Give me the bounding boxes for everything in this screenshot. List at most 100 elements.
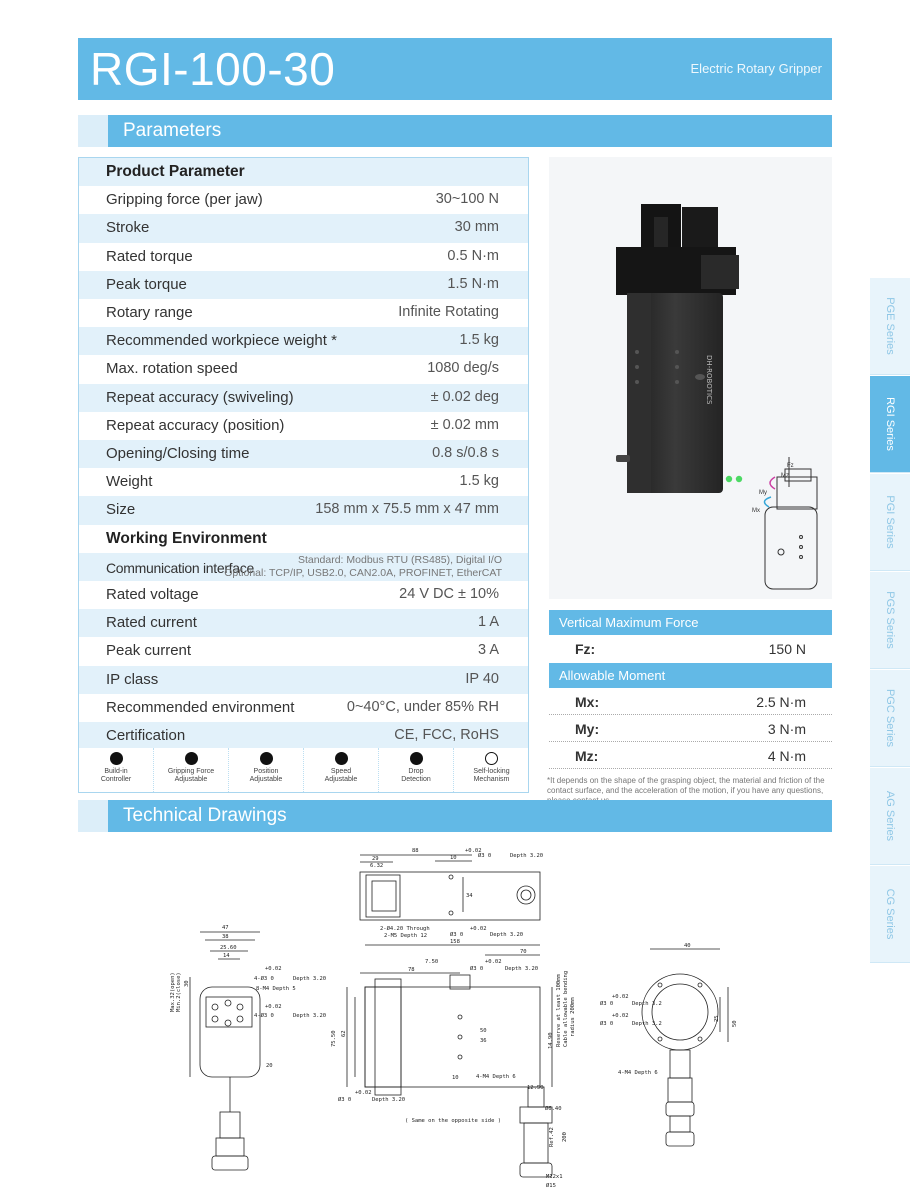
- dim-label: Ø6.40: [545, 1105, 562, 1112]
- moment-key: Mz:: [575, 748, 599, 764]
- side-tab-rgi[interactable]: RGI Series: [870, 376, 910, 473]
- row-key: IP class: [106, 670, 159, 688]
- side-tab-pgi[interactable]: PGI Series: [870, 474, 910, 571]
- row-key: Rotary range: [106, 304, 193, 321]
- dim-label: 25: [714, 1015, 720, 1022]
- row-key: Size: [106, 501, 136, 519]
- dim-label: Depth 3.20: [372, 1097, 405, 1103]
- led-icon: [725, 475, 733, 483]
- dim-label: 50: [732, 1020, 738, 1027]
- dim-label: Depth 3.20: [293, 1013, 326, 1019]
- row-value: 1 A: [478, 614, 499, 631]
- row-value: ± 0.02 deg: [430, 388, 499, 405]
- row-value: 1.5 kg: [459, 332, 500, 349]
- table-row: Recommended workpiece weight *1.5 kg: [79, 327, 528, 356]
- row-key: Peak torque: [106, 275, 187, 293]
- filled-dot-icon: [334, 752, 348, 765]
- row-key: Opening/Closing time: [106, 445, 250, 462]
- side-tab-label: CG Series: [884, 888, 896, 940]
- dim-label: 12.50: [527, 1085, 544, 1091]
- product-image: DH-ROBOTICS Mz Fz My Mx: [549, 157, 832, 599]
- row-key: Certification: [106, 727, 186, 744]
- moment-title: Allowable Moment: [559, 668, 666, 683]
- dim-label: Depth 3.2: [632, 1001, 662, 1007]
- row-value: IP 40: [465, 670, 499, 687]
- section-tab-decoration: [78, 115, 108, 147]
- table-row: Repeat accuracy (swiveling) ± 0.02 deg: [79, 383, 528, 412]
- moment-value: 3 N·m: [767, 721, 806, 737]
- table-row-communication: Communication interface Standard: Modbus…: [79, 552, 528, 581]
- row-key: Rated voltage: [106, 586, 199, 603]
- vertical-force-title: Vertical Maximum Force: [559, 615, 699, 630]
- dim-label: 78: [408, 967, 415, 973]
- dim-label: 38: [222, 934, 229, 940]
- dim-label: 20: [266, 1063, 273, 1069]
- table-row: Gripping force (per jaw)30~100 N: [79, 186, 528, 214]
- side-tab-label: RGI Series: [884, 397, 896, 451]
- moment-value: 4 N·m: [767, 748, 806, 764]
- moment-row-my: My: 3 N·m: [549, 715, 832, 742]
- dim-label: Ø3 0: [600, 1000, 613, 1007]
- side-tab-label: PGE Series: [884, 297, 896, 355]
- row-value-standard: Standard: Modbus RTU (RS485), Digital I/…: [297, 553, 502, 566]
- title-bar: RGI-100-30 Electric Rotary Gripper: [78, 38, 832, 100]
- feature-label-1: Gripping Force: [167, 768, 215, 775]
- dim-label: 40: [684, 943, 691, 949]
- feature-label-1: Self-locking: [473, 768, 510, 775]
- dim-label: Depth 3.2: [632, 1021, 662, 1027]
- moment-header: Allowable Moment: [549, 663, 832, 688]
- force-row-fz: Fz: 150 N: [549, 635, 832, 662]
- row-key: Repeat accuracy (swiveling): [106, 388, 294, 406]
- dim-label: 62: [341, 1030, 347, 1037]
- side-tab-pgc[interactable]: PGC Series: [870, 670, 910, 767]
- feature-label-1: Speed: [330, 768, 352, 775]
- row-key: Rated current: [106, 614, 197, 632]
- row-value: 1.5 kg: [459, 473, 500, 490]
- page-subtitle: Electric Rotary Gripper: [690, 61, 822, 76]
- row-key: Communication interface: [106, 559, 254, 576]
- feature-label-1: Build-in: [104, 768, 128, 775]
- side-tab-pge[interactable]: PGE Series: [870, 278, 910, 375]
- side-tab-cg[interactable]: CG Series: [870, 866, 910, 963]
- dim-label: 14.90: [548, 1032, 554, 1049]
- dim-label: 25.60: [220, 945, 237, 951]
- feature-label-1: Drop: [408, 768, 424, 775]
- side-tab-pgs[interactable]: PGS Series: [870, 572, 910, 669]
- moment-key: My:: [575, 721, 600, 737]
- row-value: ± 0.02 mm: [430, 416, 499, 433]
- dim-label: 4-M4 Depth 6: [476, 1074, 516, 1080]
- dim-label: 158: [450, 939, 460, 945]
- row-value-optional: Optional: TCP/IP, USB2.0, CAN2.0A, PROFI…: [224, 566, 502, 579]
- page-title: RGI-100-30: [90, 43, 336, 95]
- dim-label: +0.02: [612, 1013, 629, 1019]
- led-icon: [735, 475, 743, 483]
- table-header-environment: Working Environment: [79, 525, 528, 553]
- moment-value: 2.5 N·m: [756, 694, 806, 710]
- moment-row-mz: Mz: 4 N·m: [549, 742, 832, 769]
- dim-label: 30: [184, 980, 190, 987]
- dim-label: Max.32(open): [170, 972, 176, 1012]
- table-row: IP class IP 40: [79, 665, 528, 694]
- dim-label: Ø3 0: [450, 931, 463, 938]
- side-tab-ag[interactable]: AG Series: [870, 768, 910, 865]
- force-key: Fz:: [575, 641, 596, 657]
- feature-label-1: Position: [253, 768, 279, 775]
- dim-label: Ø15: [546, 1182, 556, 1189]
- row-value: Infinite Rotating: [398, 304, 499, 320]
- axis-label-mz: Mz: [781, 473, 789, 479]
- dim-label: Depth 3.20: [293, 976, 326, 982]
- drawing-note: ( Same on the opposite side ): [405, 1118, 501, 1124]
- dim-label: +0.02: [612, 994, 629, 1000]
- filled-dot-icon: [184, 752, 198, 765]
- vertical-force-header: Vertical Maximum Force: [549, 610, 832, 635]
- dim-label: 10: [450, 855, 457, 861]
- table-row: Repeat accuracy (position)± 0.02 mm: [79, 412, 528, 440]
